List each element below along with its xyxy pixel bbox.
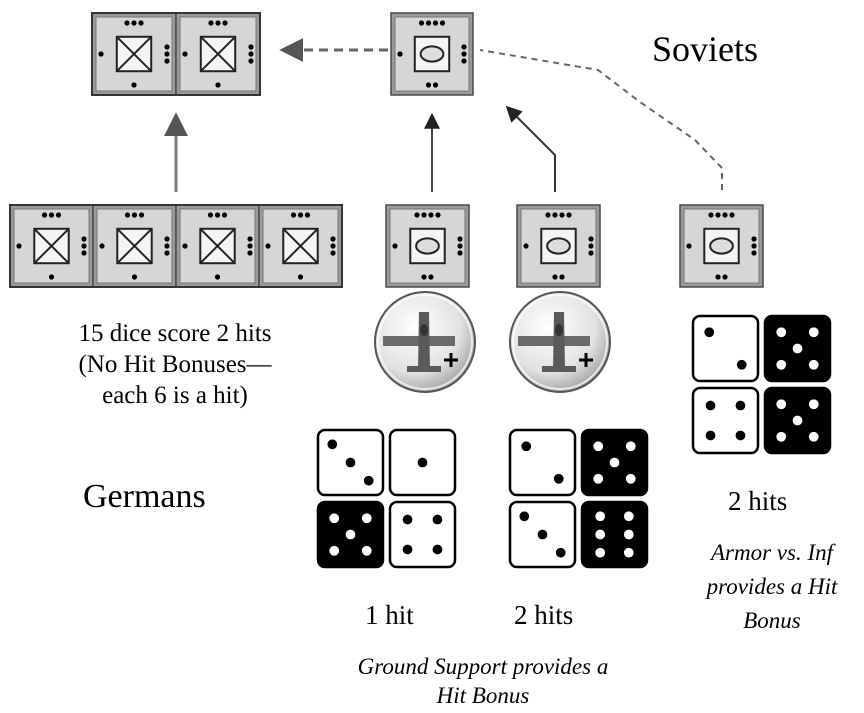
infantry-note-line-1: 15 dice score 2 hits bbox=[78, 320, 272, 347]
infantry-x-icon bbox=[33, 227, 70, 265]
german-infantry-counter bbox=[9, 204, 343, 288]
col3-die-4 bbox=[763, 386, 832, 455]
col2-die-3 bbox=[508, 500, 577, 569]
strength-pips bbox=[99, 212, 170, 280]
strength-pips bbox=[265, 212, 336, 280]
aircraft-marker-1 bbox=[374, 291, 476, 393]
armor-note-line-2: provides a Hit bbox=[706, 574, 838, 599]
soviets-label: Soviets bbox=[652, 29, 759, 69]
col1-die-1 bbox=[316, 428, 385, 497]
german-armor-counter-1 bbox=[385, 204, 470, 288]
german-infantry-counter-unit bbox=[258, 204, 343, 288]
col1-die-2 bbox=[388, 428, 457, 497]
infantry-x-icon bbox=[115, 35, 153, 73]
col1-die-4 bbox=[388, 500, 457, 569]
german-armor-counter-2 bbox=[516, 204, 601, 288]
col3-die-3 bbox=[691, 386, 760, 455]
infantry-note: 15 dice score 2 hits (No Hit Bonuses— ea… bbox=[20, 318, 330, 411]
arrow-armor3-dashed bbox=[479, 49, 723, 190]
aircraft-plus-icon bbox=[383, 312, 458, 372]
arrow-armor2-to-soviet-armor bbox=[505, 105, 556, 192]
armor-oval-icon bbox=[409, 227, 446, 265]
armor-note-line-1: Armor vs. Inf bbox=[710, 540, 834, 565]
col2-result: 2 hits bbox=[514, 600, 574, 630]
german-infantry-counter-unit bbox=[92, 204, 177, 288]
strength-pips bbox=[397, 20, 467, 88]
col3-result: 2 hits bbox=[728, 486, 788, 516]
soviet-infantry-counter-unit bbox=[91, 12, 177, 96]
ground-support-note: Ground Support provides a Hit Bonus bbox=[318, 652, 648, 710]
infantry-x-icon bbox=[199, 227, 236, 265]
german-armor-counter-3 bbox=[679, 204, 764, 288]
armor-note-line-3: Bonus bbox=[743, 608, 801, 633]
soviet-armor-counter bbox=[390, 12, 474, 96]
ground-support-line-2: Hit Bonus bbox=[436, 683, 530, 708]
col1-die-3 bbox=[316, 500, 385, 569]
armor-oval-icon bbox=[413, 35, 451, 73]
armor-oval-icon bbox=[540, 227, 577, 265]
infantry-x-icon bbox=[199, 35, 237, 73]
strength-pips bbox=[16, 212, 87, 280]
soviet-infantry-counter bbox=[91, 12, 261, 96]
german-infantry-counter-unit bbox=[175, 204, 260, 288]
col3-die-1 bbox=[691, 314, 760, 383]
soviet-infantry-counter-unit bbox=[175, 12, 261, 96]
col3-die-2 bbox=[763, 314, 832, 383]
col2-die-2 bbox=[580, 428, 649, 497]
dice-layer bbox=[316, 314, 832, 569]
arrows bbox=[164, 38, 723, 192]
aircraft-layer bbox=[374, 291, 611, 393]
strength-pips bbox=[686, 212, 757, 280]
strength-pips bbox=[182, 20, 254, 88]
aircraft-plus-icon bbox=[518, 312, 593, 372]
armor-note: Armor vs. Inf provides a Hit Bonus bbox=[680, 536, 864, 638]
german-infantry-counter-unit bbox=[9, 204, 94, 288]
strength-pips bbox=[182, 212, 253, 280]
armor-oval-icon bbox=[703, 227, 740, 265]
strength-pips bbox=[98, 20, 170, 88]
germans-label: Germans bbox=[83, 478, 206, 515]
strength-pips bbox=[523, 212, 594, 280]
strength-pips bbox=[392, 212, 463, 280]
infantry-x-icon bbox=[282, 227, 319, 265]
infantry-note-line-2: (No Hit Bonuses— bbox=[78, 351, 272, 378]
ground-support-line-1: Ground Support provides a bbox=[357, 654, 609, 679]
col1-result: 1 hit bbox=[365, 600, 414, 630]
aircraft-marker-2 bbox=[509, 291, 611, 393]
infantry-x-icon bbox=[116, 227, 153, 265]
col2-die-4 bbox=[580, 500, 649, 569]
col2-die-1 bbox=[508, 428, 577, 497]
counters-layer bbox=[9, 12, 764, 288]
infantry-note-line-3: each 6 is a hit) bbox=[102, 382, 248, 409]
